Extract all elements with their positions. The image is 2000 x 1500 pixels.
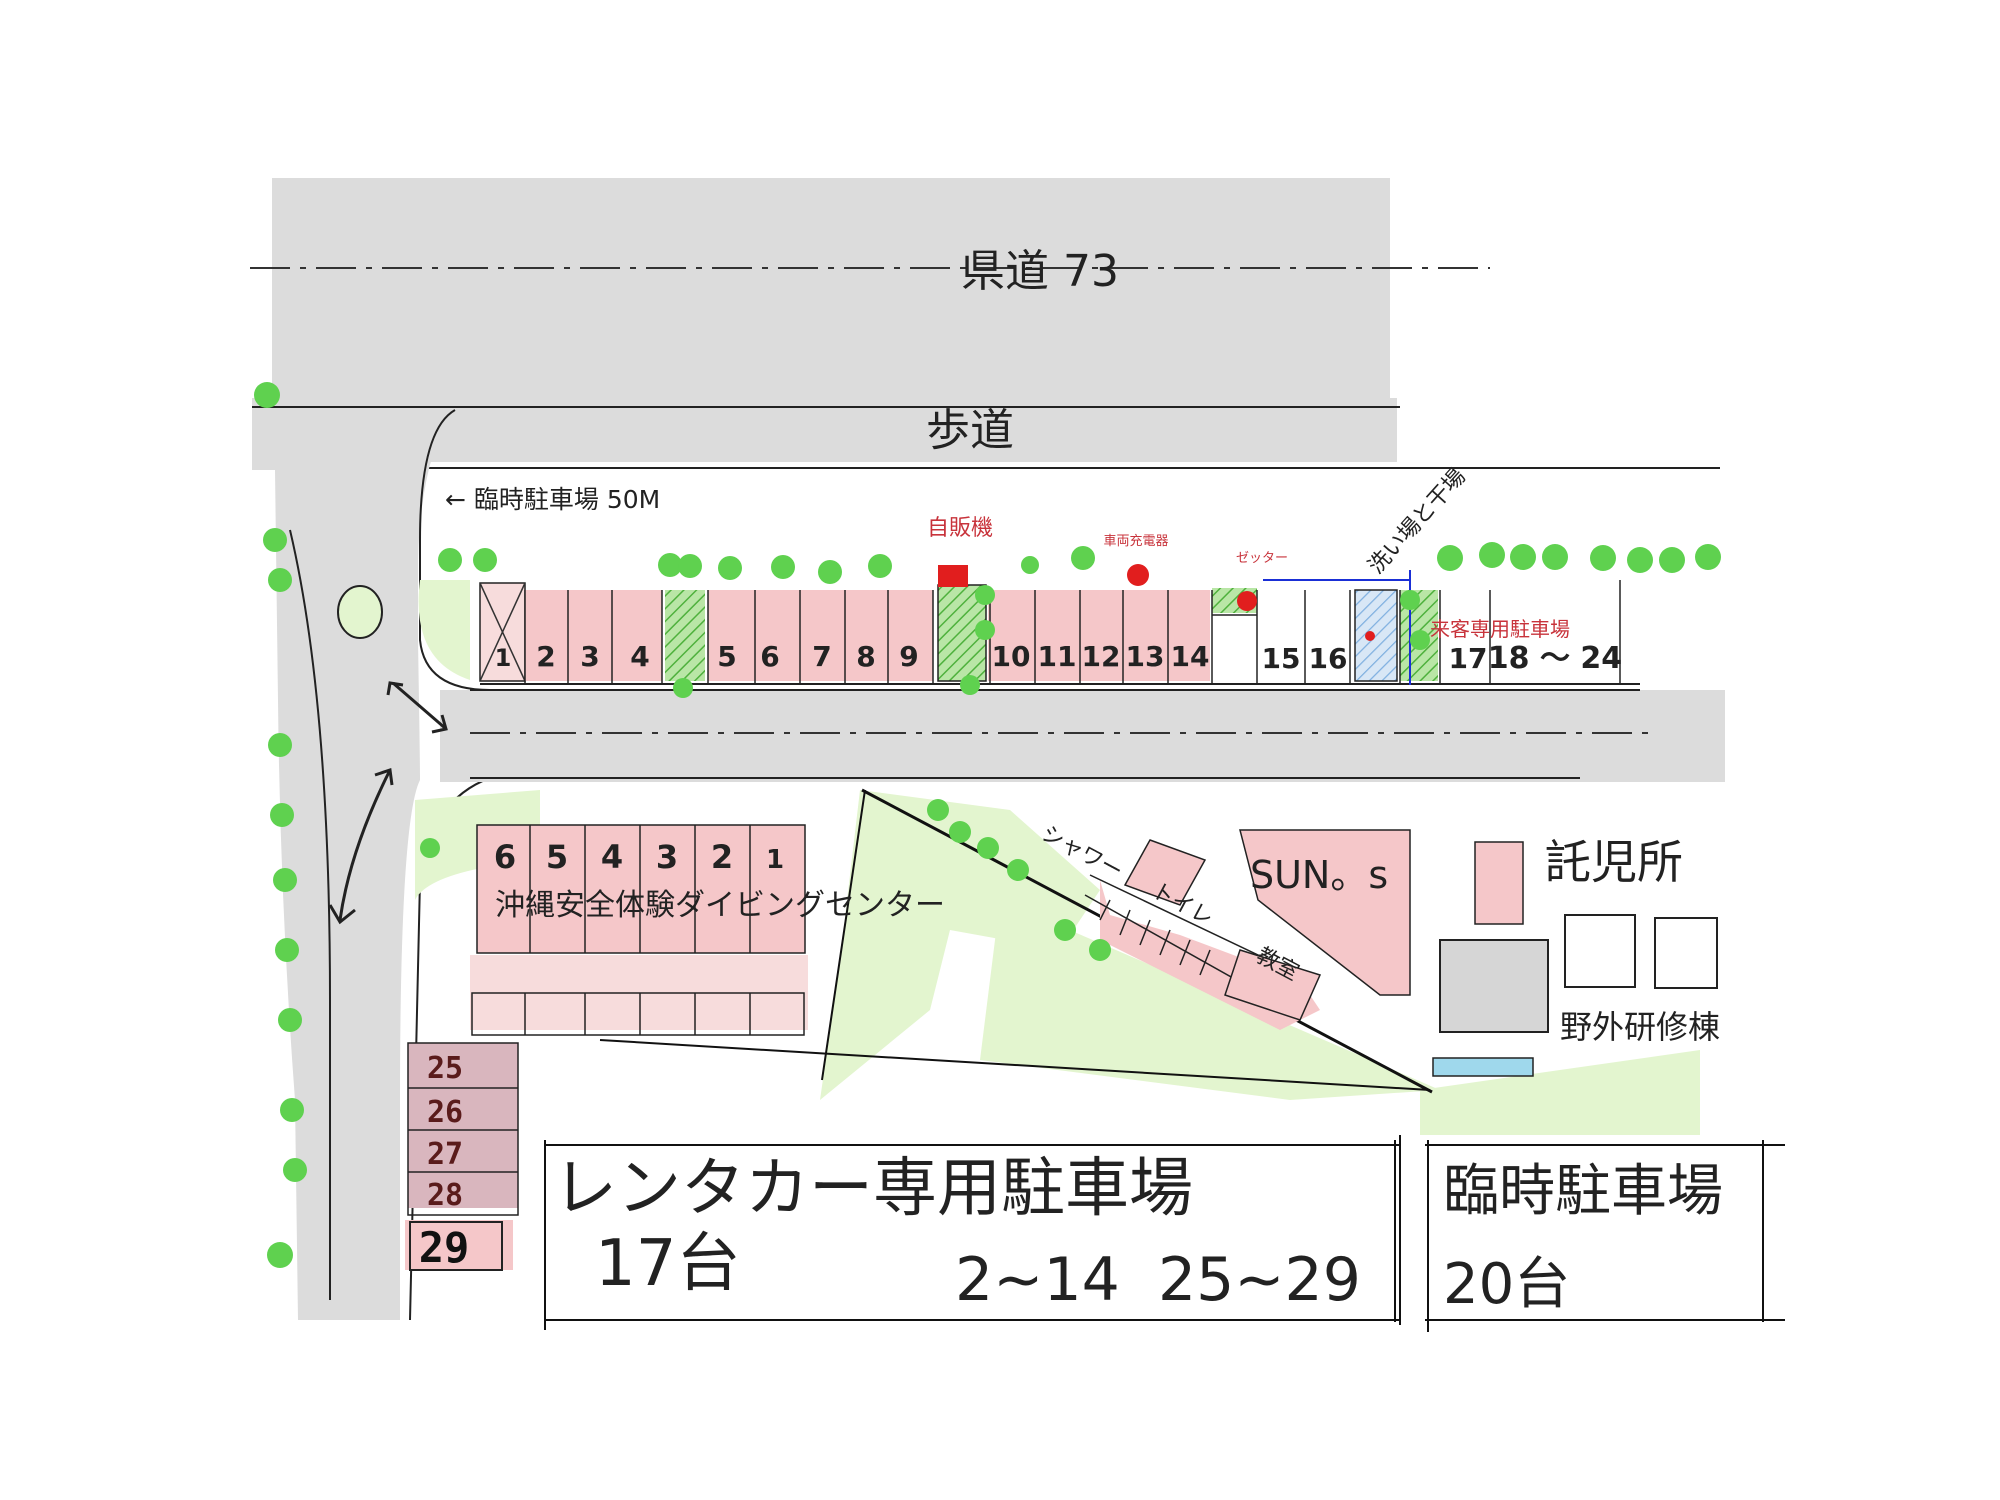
- left-parking-column: [405, 1042, 519, 1271]
- center-parking: [470, 824, 808, 1036]
- space-number: 29: [419, 1223, 470, 1272]
- traffic-arrows: [328, 681, 448, 925]
- center-space-numbers: 6 5 4 3 2 1: [494, 838, 784, 876]
- temp-parking-direction: ← 臨時駐車場 50M: [445, 485, 660, 514]
- space-number: 9: [899, 640, 918, 673]
- space-number: 1: [766, 845, 784, 875]
- space-number: 8: [856, 640, 875, 673]
- sidewalk-label: 歩道: [926, 405, 1014, 456]
- top-parking-row: [479, 570, 1640, 685]
- temp-box-count: 20台: [1443, 1252, 1570, 1317]
- daycare-label: 託児所: [1545, 835, 1683, 889]
- prefectural-road-label: 県道 73: [961, 246, 1119, 297]
- rental-box-count: 17台: [595, 1227, 740, 1301]
- space-number: 15: [1262, 642, 1301, 675]
- diving-center-label: 沖縄安全体験ダイビングセンター: [495, 888, 945, 923]
- vending-machine-label: 自販機: [927, 516, 993, 541]
- visitor-parking-label: 来客専用駐車場: [1430, 617, 1570, 641]
- red-markers: [938, 564, 1375, 641]
- space-number: 4: [601, 838, 623, 876]
- space-number: 28: [427, 1178, 463, 1213]
- space-number: 14: [1171, 640, 1210, 673]
- space-number: 12: [1082, 640, 1121, 673]
- space-number: 5: [546, 838, 568, 876]
- space-number: 2: [536, 640, 555, 673]
- ev-charger-label: 車両充電器: [1103, 533, 1168, 549]
- right-buildings: [1432, 841, 1718, 1077]
- temp-box-title: 臨時駐車場: [1443, 1159, 1723, 1224]
- space-number: 25: [427, 1051, 463, 1086]
- space-number: 3: [580, 640, 599, 673]
- space-number: 3: [656, 838, 678, 876]
- suns-label: SUN。s: [1250, 853, 1388, 897]
- space-number: 6: [760, 640, 779, 673]
- top-space-numbers: 1 2 3 4 5 6 7 8 9 10 11 12 13 14 15 16 1…: [495, 640, 1623, 676]
- rental-car-box: レンタカー専用駐車場 17台 2~14 25~29: [544, 1135, 1401, 1330]
- space-number: 2: [711, 838, 733, 876]
- outdoor-training-label: 野外研修棟: [1560, 1008, 1720, 1046]
- lot-aisle: [440, 689, 1725, 782]
- space-number: 7: [812, 640, 831, 673]
- left-space-numbers: 25 26 27 28 29: [419, 1051, 470, 1272]
- space-number: 6: [494, 838, 516, 876]
- space-number: 5: [717, 640, 736, 673]
- space-number: 18 〜 24: [1488, 641, 1622, 676]
- sidewalk: [252, 398, 1720, 469]
- space-number: 1: [495, 644, 512, 672]
- space-number: 16: [1309, 642, 1348, 675]
- generator-label: ゼッター: [1236, 551, 1288, 566]
- space-number: 4: [630, 640, 649, 673]
- space-number: 17: [1449, 642, 1488, 675]
- rental-box-title: レンタカー専用駐車場: [553, 1152, 1193, 1226]
- space-number: 10: [992, 640, 1031, 673]
- space-number: 11: [1038, 640, 1077, 673]
- space-number: 13: [1126, 640, 1165, 673]
- space-number: 27: [427, 1137, 463, 1172]
- trees: [254, 382, 1721, 1268]
- rental-box-ranges: 2~14 25~29: [955, 1245, 1361, 1315]
- space-number: 26: [427, 1095, 463, 1130]
- prefectural-road: [250, 178, 1490, 398]
- temp-parking-box: 臨時駐車場 20台: [1425, 1140, 1785, 1332]
